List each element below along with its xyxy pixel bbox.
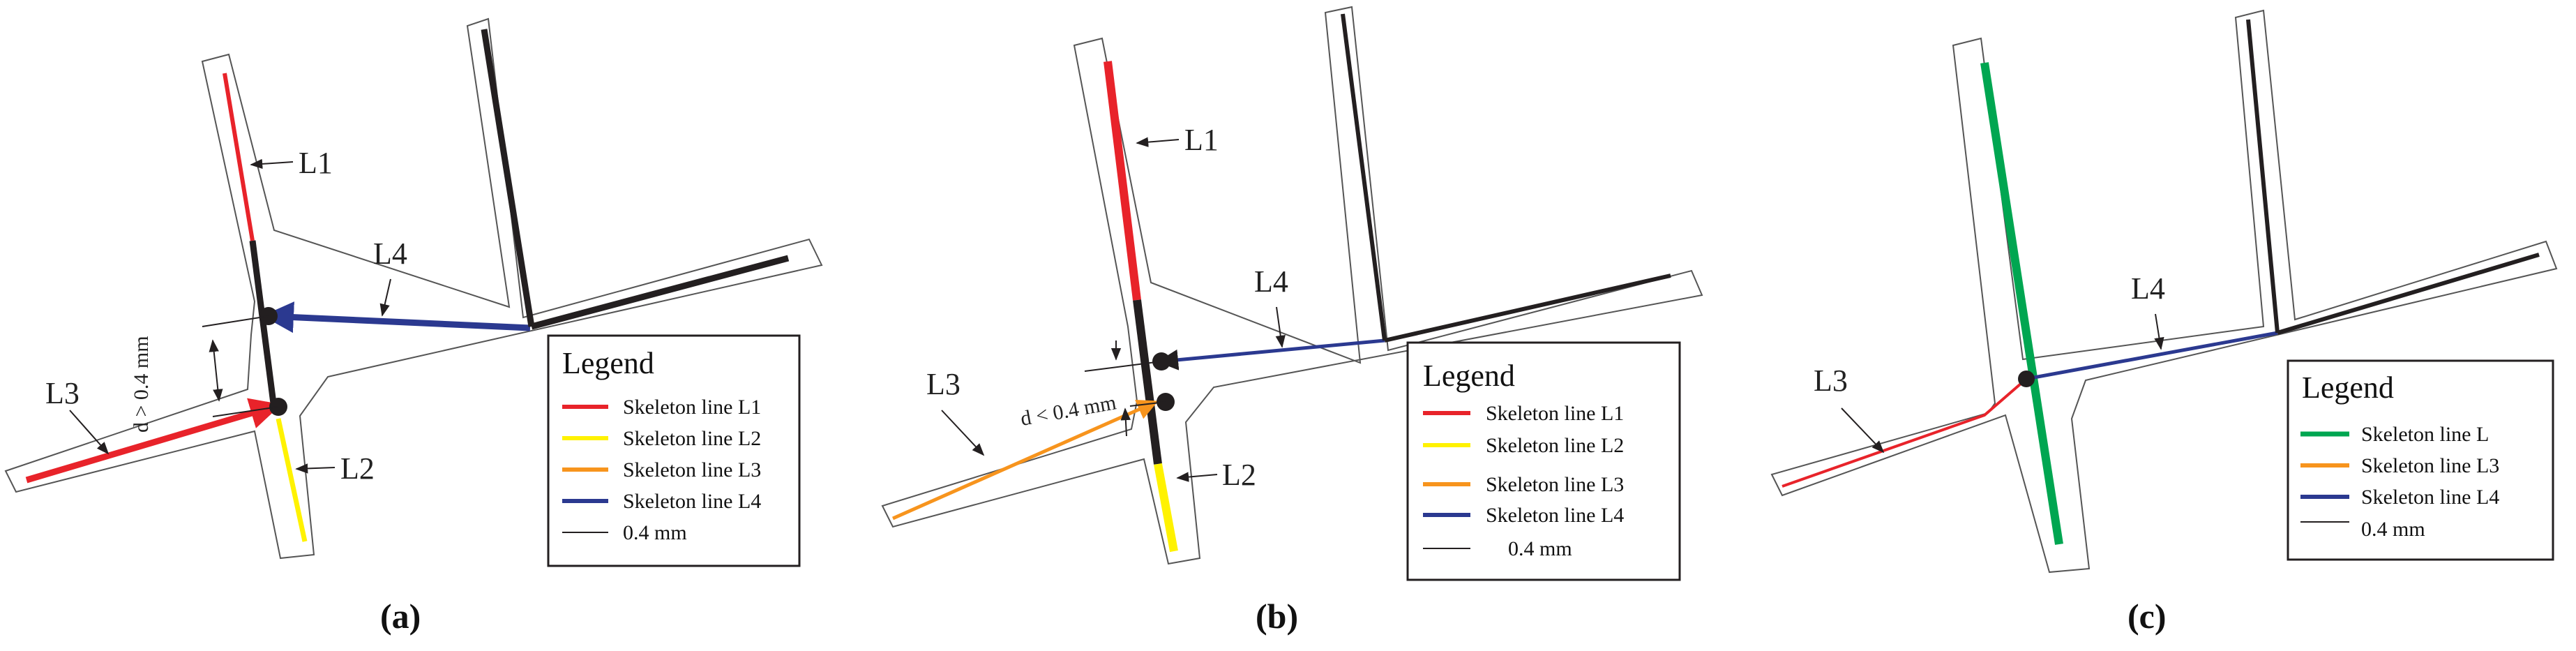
- legend-box: [1406, 341, 1681, 581]
- dimension-arrow: [209, 339, 223, 402]
- panel-a: d > 0.4 mm L1 L4 L3 L2 Legend Skeleton l…: [4, 17, 823, 636]
- distance-label: d > 0.4 mm: [130, 336, 153, 433]
- panel-c: L4 L3 Legend Skeleton line L Skeleton li…: [1770, 9, 2558, 636]
- label-l3: L3: [926, 367, 961, 401]
- dimension-extension: [1084, 361, 1162, 372]
- panel-caption: (a): [380, 597, 421, 636]
- panel-caption: (c): [2127, 597, 2167, 636]
- label-l4: L4: [373, 237, 407, 271]
- label-l4: L4: [1254, 264, 1288, 299]
- legend-title: Legend: [2302, 371, 2394, 405]
- legend-item-label: Skeleton line L4: [2361, 486, 2499, 509]
- legend: Legend Skeleton line L1 Skeleton line L2…: [547, 334, 801, 567]
- legend-box: [2287, 359, 2554, 561]
- legend-item-label: Skeleton line L3: [2361, 454, 2499, 477]
- label-pointer-l3: [69, 410, 110, 455]
- legend-item-label: Skeleton line L4: [623, 490, 761, 513]
- skeleton-line-l: [1980, 62, 2063, 545]
- branch-skeleton-diagonal: [2277, 253, 2540, 335]
- legend-item-label: Skeleton line L3: [1486, 473, 1624, 496]
- shape-outline: [4, 17, 823, 560]
- skeleton-line-l2: [1154, 463, 1178, 553]
- label-l1: L1: [1184, 123, 1219, 157]
- legend-item-label: Skeleton line L4: [1486, 504, 1624, 527]
- branch-skeleton-diagonal: [1384, 274, 1671, 343]
- label-pointer-l1: [1136, 137, 1180, 147]
- skeleton-segment-dark: [1133, 299, 1162, 465]
- skeleton-line-l3: [891, 399, 1159, 521]
- branch-skeleton-diagonal: [530, 255, 790, 330]
- legend-item-label: 0.4 mm: [2361, 518, 2425, 541]
- legend-item-label: Skeleton line L1: [623, 396, 761, 419]
- label-l2: L2: [340, 451, 375, 486]
- legend-box: [547, 334, 801, 567]
- skeleton-line-l4: [1157, 338, 1385, 371]
- label-pointer-l1: [250, 158, 294, 170]
- branch-skeleton-vertical: [2246, 19, 2280, 334]
- legend-item-label: Skeleton line L2: [1486, 434, 1624, 457]
- branch-skeleton-vertical: [1341, 13, 1387, 341]
- label-l3: L3: [45, 376, 80, 410]
- legend-item-label: Skeleton line L3: [623, 458, 761, 481]
- skeleton-line-l3: [1782, 377, 2028, 488]
- label-l4: L4: [2131, 271, 2165, 306]
- skeleton-line-l1: [223, 73, 255, 241]
- dimension-arrow: [1120, 407, 1131, 437]
- legend-title: Legend: [1423, 359, 1515, 393]
- shape-outline: [1770, 9, 2558, 574]
- label-pointer-l2: [1176, 472, 1218, 482]
- dimension-extension: [212, 406, 279, 417]
- label-l2: L2: [1222, 458, 1256, 492]
- label-pointer-l3: [941, 410, 985, 456]
- shape-outline: [881, 6, 1703, 565]
- skeleton-line-l3: [25, 398, 282, 484]
- legend-item-label: Skeleton line L: [2361, 423, 2489, 446]
- dimension-extension: [202, 315, 269, 327]
- legend: Legend Skeleton line L1 Skeleton line L2…: [1406, 341, 1681, 581]
- legend-item-label: 0.4 mm: [1508, 537, 1572, 560]
- legend-item-label: Skeleton line L2: [623, 427, 761, 450]
- label-pointer-l4: [1275, 306, 1286, 348]
- skeleton-line-l1: [1104, 61, 1141, 301]
- junction-node: [2018, 371, 2035, 387]
- dimension-extension: [1129, 401, 1166, 407]
- panel-b: d < 0.4 mm L1 L4 L3 L2 Legend Skeleton l…: [881, 6, 1703, 636]
- skeleton-line-l4: [262, 301, 531, 334]
- legend-item-label: Skeleton line L1: [1486, 402, 1624, 425]
- label-pointer-l2: [295, 463, 336, 474]
- skeleton-line-l2: [276, 418, 308, 542]
- legend-title: Legend: [562, 346, 654, 380]
- legend-item-label: 0.4 mm: [623, 521, 687, 544]
- label-l3: L3: [1814, 364, 1848, 398]
- label-pointer-l3: [1841, 407, 1885, 454]
- label-pointer-l4: [2154, 313, 2164, 350]
- skeleton-line-l4: [2026, 331, 2278, 381]
- branch-skeleton-vertical: [481, 29, 535, 327]
- panel-caption: (b): [1256, 597, 1298, 636]
- legend: Legend Skeleton line L Skeleton line L3 …: [2287, 359, 2554, 561]
- label-pointer-l4: [379, 278, 391, 317]
- label-l1: L1: [299, 146, 333, 180]
